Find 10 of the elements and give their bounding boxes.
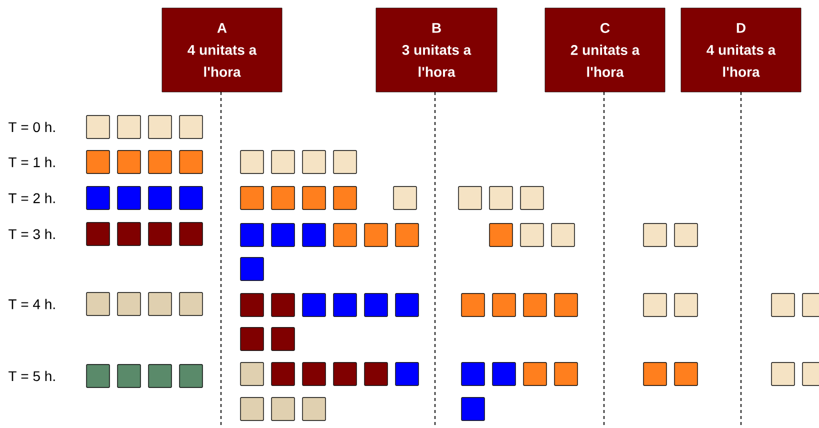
time-label: T = 2 h.	[8, 192, 55, 204]
time-label: T = 1 h.	[8, 156, 55, 168]
header-box: B 3 unitats a l'hora	[376, 8, 498, 92]
header-box: C 2 unitats a l'hora	[544, 8, 666, 92]
header-box: A 4 unitats a l'hora	[162, 8, 282, 92]
header-box: D 4 unitats a l'hora	[680, 8, 802, 92]
time-label: T = 0 h.	[8, 122, 55, 132]
time-label: T = 5 h.	[8, 370, 55, 382]
time-label: T = 4 h.	[8, 298, 55, 310]
time-label: T = 3 h.	[8, 228, 55, 240]
